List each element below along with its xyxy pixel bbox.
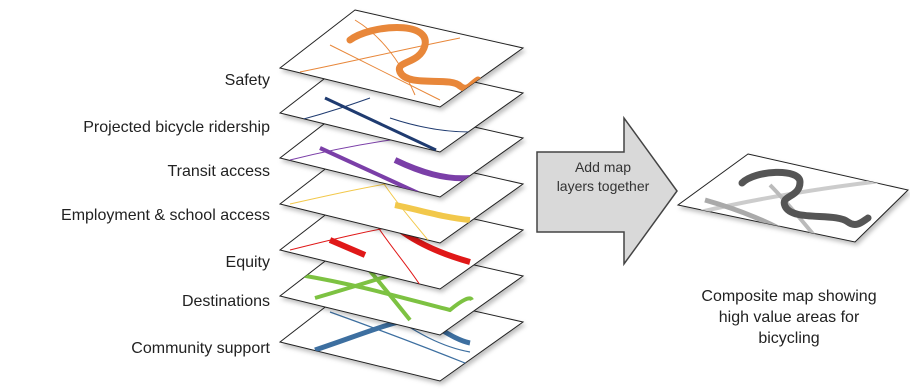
employment-main-route [394, 202, 471, 223]
arrow-label-line-2: layers together [556, 178, 650, 194]
layer-label-transit: Transit access [167, 163, 270, 180]
layer-safety-map [278, 9, 525, 108]
composite-caption-line-2: high value areas for [718, 309, 860, 326]
community-support-thin-route [329, 311, 471, 366]
layer-label-employment: Employment & school access [61, 207, 270, 224]
composite-caption: Composite map showing high value areas f… [676, 286, 902, 349]
layer-label-destinations: Destinations [181, 293, 270, 310]
add-layers-arrow [536, 115, 678, 267]
composite-map [676, 153, 910, 243]
composite-main-route [738, 168, 872, 228]
transit-main-route [319, 146, 419, 195]
destinations-route-c [299, 273, 474, 313]
layer-label-equity: Equity [225, 254, 270, 271]
safety-main-route [346, 24, 482, 92]
layer-label-community-support: Community support [131, 340, 270, 357]
arrow-label-line-1: Add map [574, 159, 632, 175]
composite-caption-line-1: Composite map showing [701, 288, 877, 305]
composite-caption-line-3: bicycling [758, 330, 820, 347]
layer-label-safety: Safety [224, 72, 270, 89]
layer-label-ridership: Projected bicycle ridership [83, 119, 270, 136]
arrow-label: Add map layers together [543, 158, 663, 196]
equity-main-route [328, 237, 367, 258]
ridership-main-route [324, 96, 437, 152]
